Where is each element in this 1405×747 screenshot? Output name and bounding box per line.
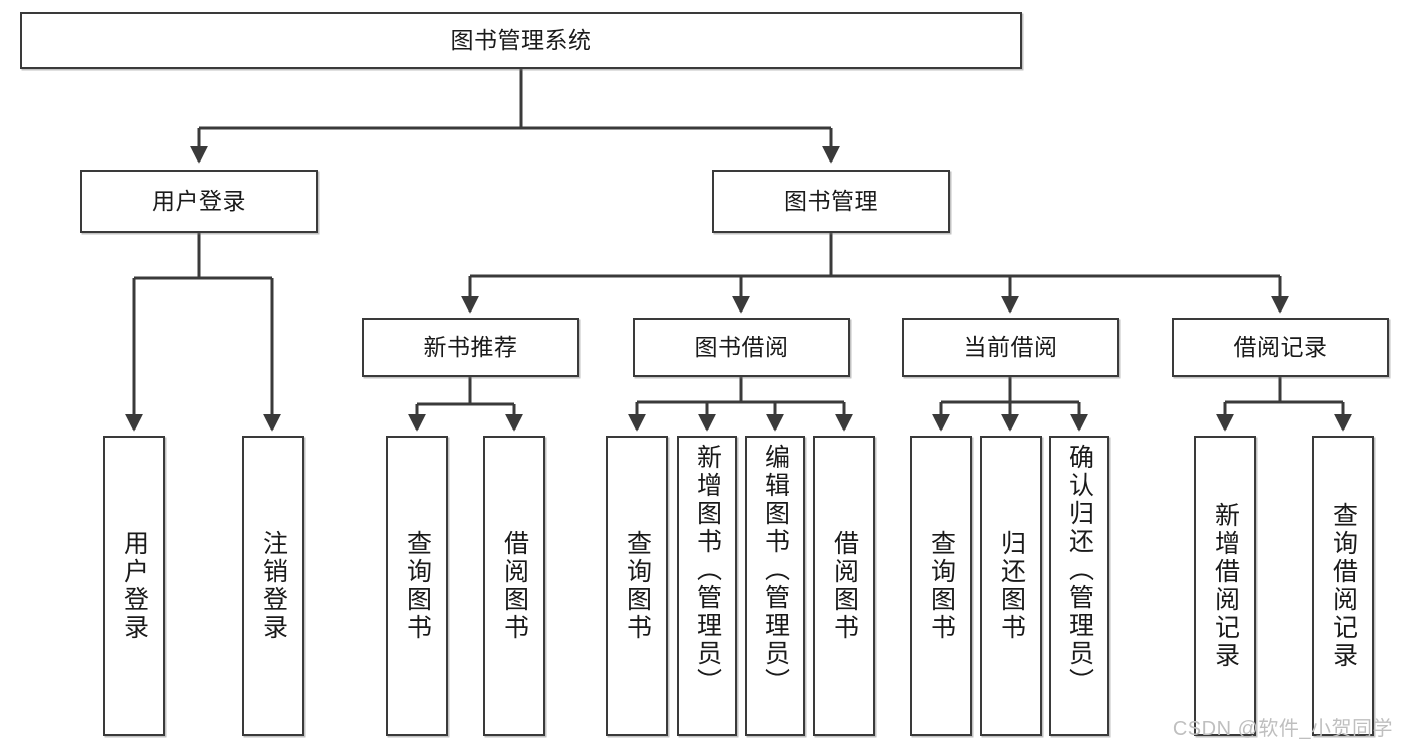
leaf-user-login[interactable]: 用户登录 [103, 436, 165, 736]
node-new-book-recommend-label: 新书推荐 [423, 333, 518, 360]
node-user-login-label: 用户登录 [152, 187, 246, 214]
node-user-login[interactable]: 用户登录 [80, 170, 318, 233]
leaf-recommend-borrow-book-label: 借阅图书 [500, 530, 529, 642]
leaf-current-query-book[interactable]: 查询图书 [910, 436, 972, 736]
node-borrow-record-label: 借阅记录 [1233, 333, 1328, 360]
leaf-current-confirm-return[interactable]: 确认归还（管理员） [1049, 436, 1109, 736]
leaf-current-query-book-label: 查询图书 [927, 530, 956, 642]
node-current-borrow[interactable]: 当前借阅 [902, 318, 1119, 377]
leaf-borrow-query-book-label: 查询图书 [623, 530, 652, 642]
node-root[interactable]: 图书管理系统 [20, 12, 1022, 69]
node-book-manage-label: 图书管理 [784, 187, 878, 214]
leaf-borrow-edit-book-label: 编辑图书（管理员） [761, 444, 790, 696]
leaf-logout-label: 注销登录 [259, 530, 288, 642]
leaf-recommend-query-book-label: 查询图书 [403, 530, 432, 642]
leaf-borrow-add-book[interactable]: 新增图书（管理员） [677, 436, 737, 736]
leaf-borrow-borrow-book-label: 借阅图书 [830, 530, 859, 642]
leaf-record-add[interactable]: 新增借阅记录 [1194, 436, 1256, 736]
leaf-current-return-book[interactable]: 归还图书 [980, 436, 1042, 736]
leaf-current-return-book-label: 归还图书 [997, 530, 1026, 642]
leaf-borrow-edit-book[interactable]: 编辑图书（管理员） [745, 436, 805, 736]
leaf-record-query-label: 查询借阅记录 [1329, 502, 1358, 670]
node-root-label: 图书管理系统 [450, 26, 592, 53]
leaf-logout[interactable]: 注销登录 [242, 436, 304, 736]
leaf-recommend-borrow-book[interactable]: 借阅图书 [483, 436, 545, 736]
node-new-book-recommend[interactable]: 新书推荐 [362, 318, 579, 377]
leaf-recommend-query-book[interactable]: 查询图书 [386, 436, 448, 736]
leaf-borrow-add-book-label: 新增图书（管理员） [693, 444, 722, 696]
node-borrow-record[interactable]: 借阅记录 [1172, 318, 1389, 377]
node-book-borrow[interactable]: 图书借阅 [633, 318, 850, 377]
leaf-borrow-query-book[interactable]: 查询图书 [606, 436, 668, 736]
watermark: CSDN @软件_小贺同学 [1172, 718, 1393, 740]
leaf-record-query[interactable]: 查询借阅记录 [1312, 436, 1374, 736]
node-book-manage[interactable]: 图书管理 [712, 170, 950, 233]
leaf-user-login-label: 用户登录 [120, 530, 149, 642]
leaf-current-confirm-return-label: 确认归还（管理员） [1065, 444, 1094, 696]
node-book-borrow-label: 图书借阅 [694, 333, 789, 360]
leaf-record-add-label: 新增借阅记录 [1211, 502, 1240, 670]
node-current-borrow-label: 当前借阅 [963, 333, 1058, 360]
leaf-borrow-borrow-book[interactable]: 借阅图书 [813, 436, 875, 736]
